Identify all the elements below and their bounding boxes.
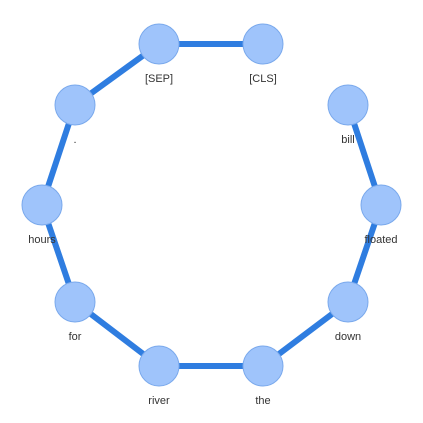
node-bill[interactable] bbox=[327, 84, 369, 126]
node-down[interactable] bbox=[327, 281, 369, 323]
node-label-bill: bill bbox=[341, 134, 354, 146]
node-river[interactable] bbox=[138, 345, 180, 387]
node-hours[interactable] bbox=[21, 184, 63, 226]
graph-nodes bbox=[21, 23, 402, 387]
node-sep[interactable] bbox=[138, 23, 180, 65]
node-label-for: for bbox=[69, 331, 82, 343]
graph-labels: [CLS] bill floated down the river for hours. [SE… bbox=[28, 73, 397, 407]
node-period[interactable] bbox=[54, 84, 96, 126]
node-label-down: down bbox=[335, 331, 361, 343]
node-for[interactable] bbox=[54, 281, 96, 323]
node-label-floated: floated bbox=[364, 234, 397, 246]
node-label-period: . bbox=[73, 134, 76, 146]
node-label-sep: [SEP] bbox=[145, 73, 173, 85]
node-label-the: the bbox=[255, 395, 270, 407]
node-label-hours: hours bbox=[28, 234, 56, 246]
node-the[interactable] bbox=[242, 345, 284, 387]
node-label-cls: [CLS] bbox=[249, 73, 277, 85]
node-label-river: river bbox=[148, 395, 170, 407]
node-floated[interactable] bbox=[360, 184, 402, 226]
graph-edges bbox=[39, 41, 384, 369]
node-cls[interactable] bbox=[242, 23, 284, 65]
